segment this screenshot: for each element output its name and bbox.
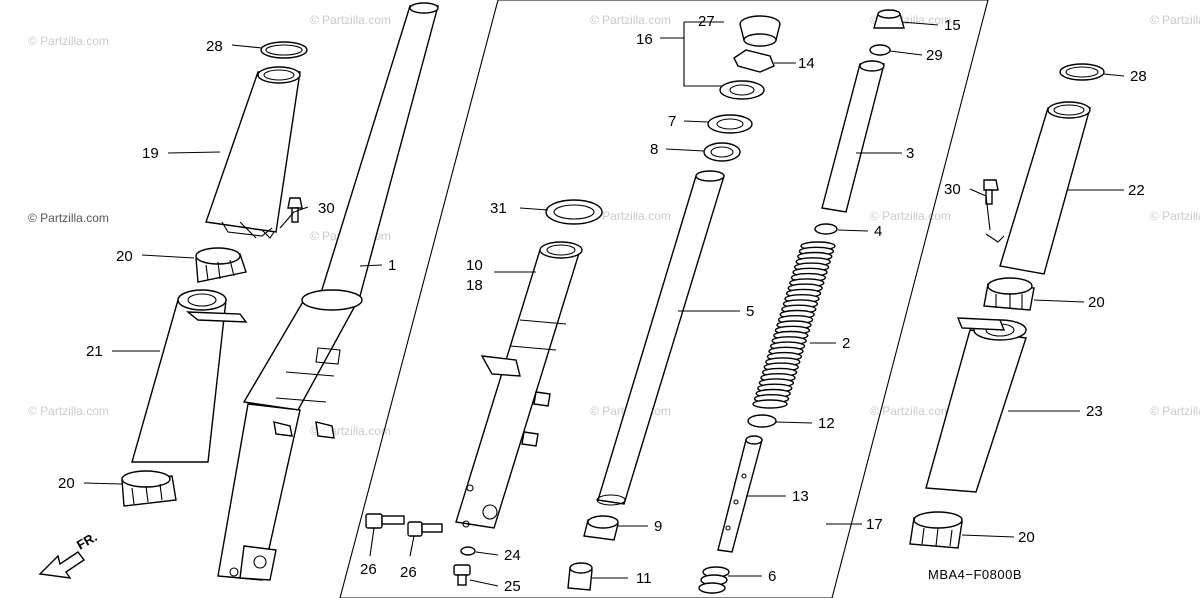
callout-16: 16 xyxy=(636,31,653,48)
oil-seal-16 xyxy=(719,80,765,100)
callout-9: 9 xyxy=(654,518,662,535)
callout-11: 11 xyxy=(636,570,652,587)
callout-12: 12 xyxy=(818,415,835,432)
callout-28: 28 xyxy=(206,38,223,55)
direction-label: FR. xyxy=(74,529,100,552)
callout-25: 25 xyxy=(504,578,521,595)
diagram-code: MBA4−F0800B xyxy=(928,567,1022,582)
bolt-25 xyxy=(453,564,471,586)
assembly-17-boundary xyxy=(339,0,989,598)
callout-18: 18 xyxy=(466,277,483,294)
clip-14 xyxy=(733,49,775,73)
callout-26: 26 xyxy=(360,561,377,578)
watermark: © Partzilla.com xyxy=(28,34,109,48)
watermark: © Partzilla.com xyxy=(870,404,951,418)
callout-14: 14 xyxy=(798,55,815,72)
watermark: © Partzilla.com xyxy=(1150,209,1200,223)
callout-23: 23 xyxy=(1086,403,1103,420)
callout-31: 31 xyxy=(490,200,507,217)
callout-27: 27 xyxy=(698,13,715,30)
slider-tube-5 xyxy=(596,170,725,506)
callout-21: 21 xyxy=(86,343,103,360)
callouts: 28 19 30 20 21 20 1 31 10 18 26 26 24 25… xyxy=(58,13,1147,595)
callout-8: 8 xyxy=(650,141,658,158)
callout-20: 20 xyxy=(116,248,133,265)
watermark: © Partzilla.com xyxy=(1150,404,1200,418)
front-arrow-icon xyxy=(38,551,86,579)
fork-cover-19 xyxy=(205,66,301,239)
watermark: © Partzilla.com xyxy=(590,13,671,27)
washer-12 xyxy=(747,414,777,428)
callout-2: 2 xyxy=(842,335,850,352)
o-ring-29 xyxy=(869,44,891,56)
fork-cover-22 xyxy=(985,101,1091,275)
dust-seal-27 xyxy=(739,15,781,47)
bushing-20-left-top xyxy=(195,247,247,283)
outer-tube-10 xyxy=(455,241,583,529)
callout-19: 19 xyxy=(142,145,159,162)
spacer-3 xyxy=(821,60,885,213)
ring-28-left xyxy=(260,41,308,59)
callout-20: 20 xyxy=(1088,294,1105,311)
watermark: © Partzilla.com xyxy=(28,404,109,418)
callout-3: 3 xyxy=(906,145,914,162)
callout-7: 7 xyxy=(668,113,676,130)
callout-24: 24 xyxy=(504,547,521,564)
bushing-20-right-bottom xyxy=(909,511,963,549)
callout-20: 20 xyxy=(58,475,75,492)
spring-2 xyxy=(752,241,836,409)
leader-lines xyxy=(83,21,1125,587)
bolt-26-left xyxy=(365,513,405,529)
spring-6 xyxy=(698,566,730,594)
bolt-26-right xyxy=(407,521,443,537)
front-direction-indicator: FR. xyxy=(38,529,100,579)
watermark: © Partzilla.com xyxy=(1150,13,1200,27)
callout-26: 26 xyxy=(400,564,417,581)
watermark: © Partzilla.com xyxy=(590,209,671,223)
callout-17: 17 xyxy=(866,516,883,533)
callout-15: 15 xyxy=(944,17,961,34)
washer-24 xyxy=(460,546,476,556)
callout-28: 28 xyxy=(1130,68,1147,85)
watermarks: © Partzilla.com © Partzilla.com © Partzi… xyxy=(28,13,1200,438)
bushing-20-right-top xyxy=(983,277,1035,311)
callout-10: 10 xyxy=(466,257,483,274)
spring-coil xyxy=(752,399,788,409)
lower-cover-23 xyxy=(925,317,1027,493)
lower-cover-21 xyxy=(131,289,248,463)
washer-7 xyxy=(707,114,753,134)
callout-30: 30 xyxy=(318,200,335,217)
watermark: © Partzilla.com xyxy=(310,13,391,27)
callout-30: 30 xyxy=(944,181,961,198)
callout-4: 4 xyxy=(874,223,882,240)
damper-rod-13 xyxy=(717,435,763,553)
callout-29: 29 xyxy=(926,47,943,64)
callout-22: 22 xyxy=(1128,182,1145,199)
cap-bolt-15 xyxy=(873,9,905,29)
inner-tube-1 xyxy=(217,2,439,581)
callout-13: 13 xyxy=(792,488,809,505)
watermark-dark: © Partzilla.com xyxy=(28,211,109,225)
ring-28-right xyxy=(1059,63,1105,81)
bushing-20-left-bottom xyxy=(121,470,177,507)
callout-20: 20 xyxy=(1018,529,1035,546)
callout-1: 1 xyxy=(388,257,396,274)
bushing-8 xyxy=(703,142,741,162)
seal-31 xyxy=(545,199,603,225)
callout-6: 6 xyxy=(768,568,776,585)
washer-4 xyxy=(814,223,838,235)
cap-11 xyxy=(567,562,593,591)
bushing-9 xyxy=(583,515,619,541)
watermark: © Partzilla.com xyxy=(870,209,951,223)
callout-5: 5 xyxy=(746,303,754,320)
